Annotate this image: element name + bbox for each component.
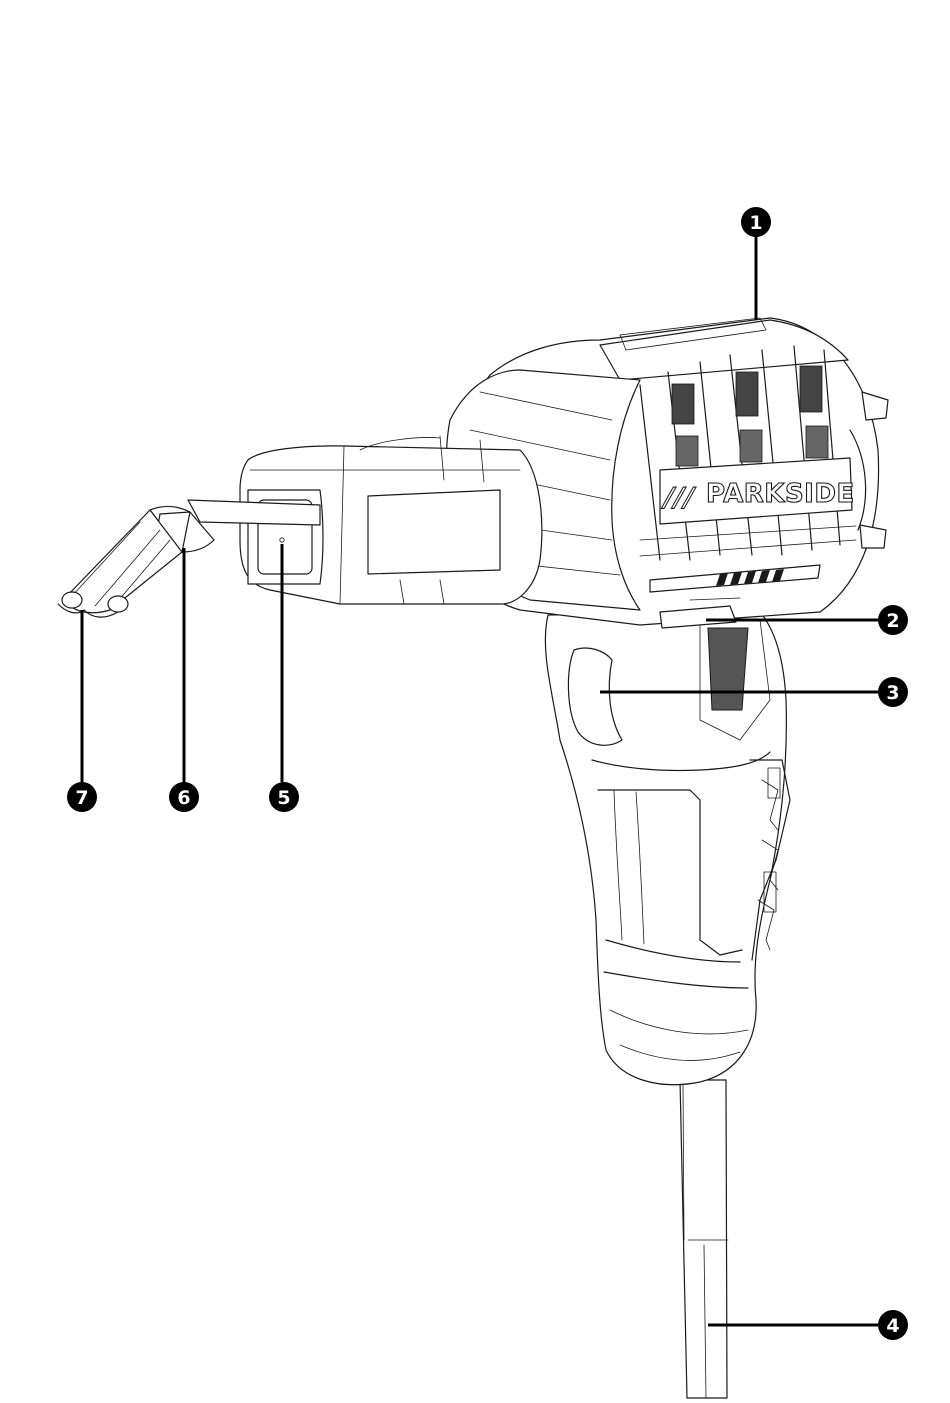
brand-label: /// PARKSIDE bbox=[660, 479, 855, 513]
callout-6: 6 bbox=[169, 782, 199, 812]
handle bbox=[545, 612, 790, 1085]
power-cord bbox=[680, 1080, 728, 1398]
callout-7: 7 bbox=[67, 782, 97, 812]
callout-1-label: 1 bbox=[749, 212, 762, 234]
callout-7-label: 7 bbox=[75, 787, 88, 809]
callout-3-label: 3 bbox=[886, 682, 899, 704]
callout-1: 1 bbox=[741, 207, 771, 237]
callout-5: 5 bbox=[269, 782, 299, 812]
callout-4: 4 bbox=[878, 1310, 908, 1340]
callout-4-label: 4 bbox=[886, 1315, 899, 1337]
brand-name: PARKSIDE bbox=[706, 479, 855, 509]
callout-5-label: 5 bbox=[277, 787, 290, 809]
callout-2: 2 bbox=[878, 605, 908, 635]
callout-2-label: 2 bbox=[886, 610, 899, 632]
callout-6-label: 6 bbox=[177, 787, 190, 809]
callout-3: 3 bbox=[878, 677, 908, 707]
